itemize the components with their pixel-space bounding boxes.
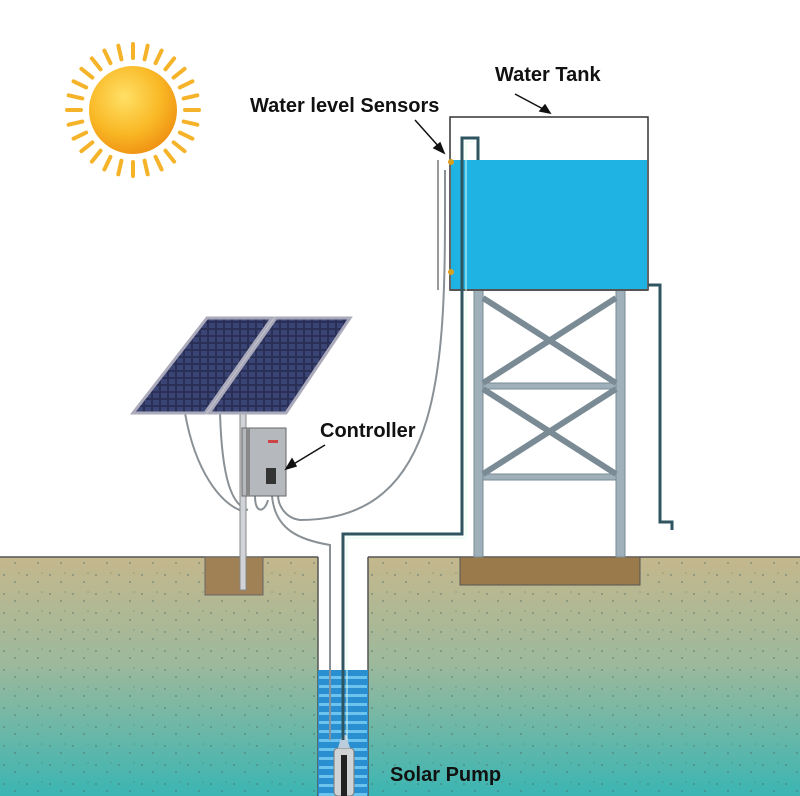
sun-ray <box>171 140 187 154</box>
outlet-pipe <box>648 283 674 530</box>
label-solar-pump: Solar Pump <box>390 764 502 786</box>
sun-ray <box>116 43 124 62</box>
sun-ray <box>163 148 177 164</box>
label-water-tank: Water Tank <box>495 64 601 86</box>
sun-icon <box>65 42 201 178</box>
sun-ray <box>153 154 164 172</box>
sun-ray <box>89 56 103 72</box>
delivery-pipe <box>341 136 480 740</box>
pole-foundation <box>204 556 264 596</box>
sun-ray <box>79 66 95 80</box>
sun-disc <box>89 66 177 154</box>
label-controller: Controller <box>320 420 416 442</box>
sun-ray <box>142 43 150 62</box>
sun-ray <box>177 79 195 90</box>
sun-ray <box>153 48 164 66</box>
sun-ray <box>142 158 150 177</box>
label-arrows <box>284 93 552 471</box>
sun-ray <box>102 154 113 172</box>
label-water-level-sensors: Water level Sensors <box>250 95 440 117</box>
sun-ray <box>89 148 103 164</box>
tank-tower <box>473 289 626 558</box>
sun-ray <box>71 130 89 141</box>
water-tank <box>449 116 649 291</box>
sun-ray <box>66 119 85 127</box>
sun-ray <box>116 158 124 177</box>
sun-ray <box>181 93 200 101</box>
sun-ray <box>79 140 95 154</box>
sun-ray <box>163 56 177 72</box>
solar-panels <box>129 316 353 415</box>
sun-ray <box>102 48 113 66</box>
sun-ray <box>171 66 187 80</box>
sun-ray <box>177 130 195 141</box>
sun-ray <box>181 119 200 127</box>
tower-foundation <box>459 556 641 586</box>
submersible-pump <box>333 735 355 796</box>
water-level-sensors <box>437 159 454 290</box>
sun-ray <box>66 93 85 101</box>
ground <box>0 556 800 796</box>
controller-box <box>241 427 287 497</box>
sun-ray <box>71 79 89 90</box>
